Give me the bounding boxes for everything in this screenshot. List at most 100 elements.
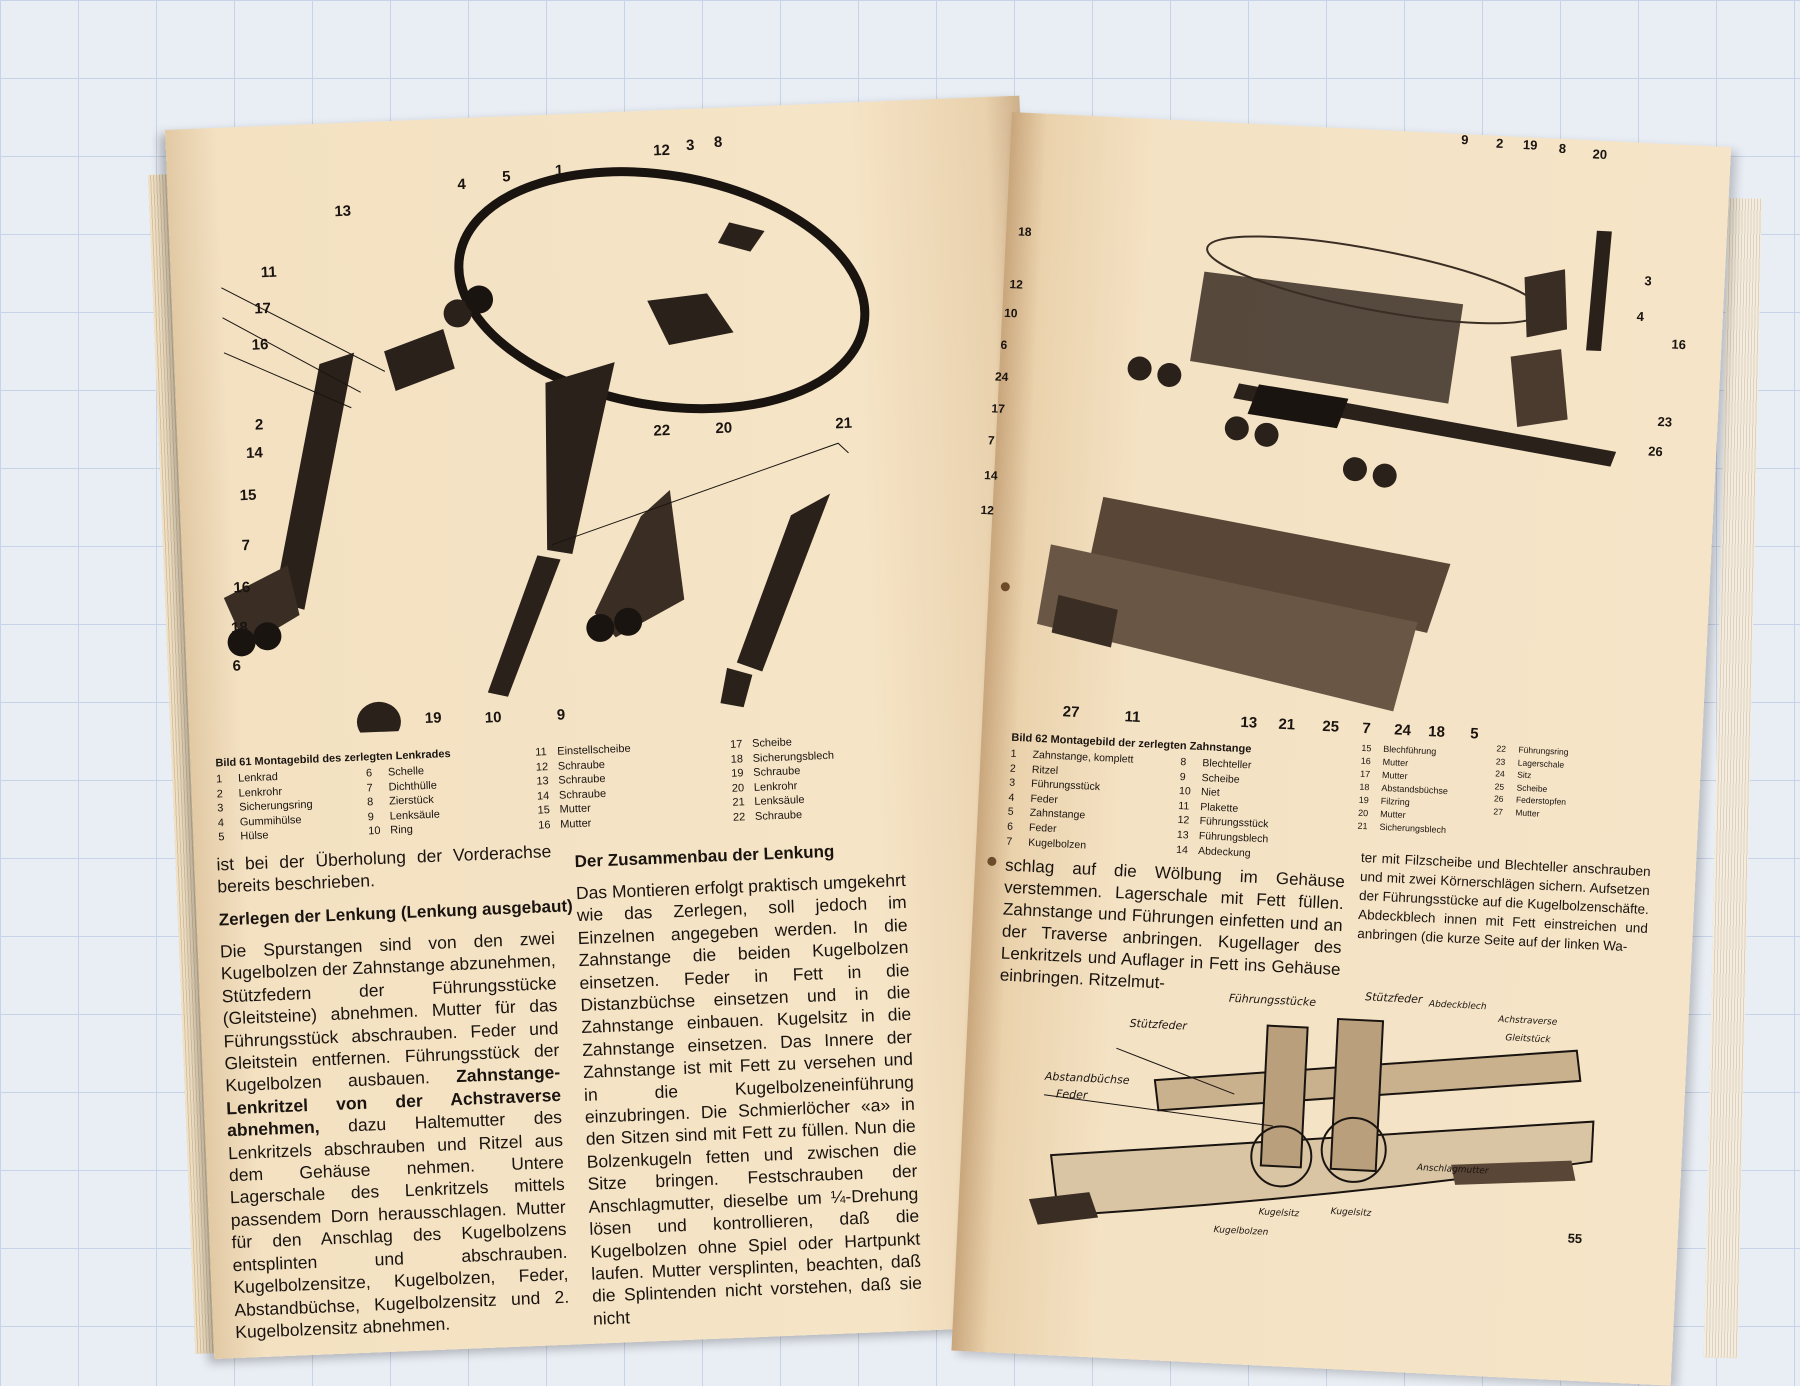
caption-item-number: 5 [218, 831, 225, 844]
fig-label: 19 [1522, 137, 1538, 153]
caption-item-number: 19 [1358, 794, 1370, 806]
fig-label: 11 [260, 263, 277, 282]
caption-item-number: 10 [368, 825, 381, 838]
caption-item-number: 17 [729, 738, 743, 751]
caption-item-number: 11 [535, 746, 547, 759]
caption-item-number: 8 [1180, 756, 1187, 769]
caption-item-number: 27 [1493, 805, 1504, 817]
caption-item-text: Schelle [387, 765, 425, 779]
caption-item-number: 7 [366, 781, 373, 795]
left-column-1-body: Die Spurstangen sind von den zwei Kugelb… [220, 927, 571, 1343]
fig-label: 22 [653, 421, 671, 440]
fig-label: 24 [994, 369, 1009, 385]
caption-item-text: Mutter [1379, 808, 1406, 821]
diagram-label: Gleitstück [1505, 1033, 1551, 1046]
caption-item-number: 7 [1006, 835, 1013, 848]
fig-label: 13 [334, 202, 352, 221]
left-column-1: ist bei der Überholung der Vorderachse b… [216, 840, 553, 904]
fig-label: 20 [1592, 146, 1608, 163]
fig-label: 17 [253, 299, 272, 318]
diagram-label: Feder [1055, 1087, 1088, 1102]
fig-label: 7 [987, 433, 995, 448]
caption-item-number: 3 [217, 802, 224, 815]
caption-item-number: 2 [216, 787, 224, 801]
caption-item-number: 13 [536, 775, 549, 788]
fig-label: 6 [1000, 337, 1008, 353]
caption-item-number: 1 [1010, 747, 1017, 760]
fig-label: 20 [715, 419, 733, 438]
caption-item-text: Sitz [1516, 769, 1532, 781]
right-page: 9 2 19 8 20 3 4 16 23 26 18 12 10 6 24 1… [951, 112, 1732, 1386]
caption-item-number: 26 [1493, 793, 1504, 804]
caption-item-text: Schraube [558, 787, 607, 802]
caption-item-text: Schraube [754, 808, 803, 823]
fig-label: 25 [1321, 717, 1340, 736]
paragraph: ter mit Filzscheibe und Blechteller ansc… [1356, 849, 1652, 955]
fig-label: 12 [1009, 277, 1024, 292]
caption-item-text: Kugelbolzen [1028, 836, 1087, 852]
caption-item-number: 12 [535, 760, 549, 774]
caption-item-text: Feder [1030, 792, 1059, 806]
diagram-label: Kugelsitz [1258, 1207, 1300, 1220]
caption-item-number: 11 [1178, 799, 1190, 813]
caption-item-text: Scheibe [751, 736, 793, 750]
diagram-label: Stützfeder [1129, 1016, 1188, 1033]
caption-item-text: Gummihülse [239, 813, 302, 829]
paragraph: Das Montieren erfolgt praktisch umgekehr… [575, 869, 923, 1329]
caption-item-number: 14 [536, 789, 550, 803]
caption-item-number: 4 [217, 816, 225, 830]
diagram-label: Kugelsitz [1330, 1206, 1372, 1219]
fig-label: 3 [685, 136, 695, 155]
caption-item-number: 15 [1361, 742, 1372, 754]
caption-item-text: Mutter [1381, 769, 1408, 782]
binding-hole [987, 856, 997, 867]
fig-label: 8 [713, 133, 723, 151]
fig-label: 12 [980, 502, 995, 518]
fig-label: 18 [230, 619, 249, 637]
paragraph: ist bei der Überholung der Vorderachse b… [216, 841, 552, 897]
caption-item-number: 18 [1359, 781, 1370, 793]
caption-item-number: 8 [366, 796, 374, 809]
fig-label: 12 [652, 141, 671, 160]
fig-label: 7 [1361, 719, 1372, 738]
caption-item-number: 5 [1007, 806, 1014, 819]
page-number: 55 [1567, 1230, 1583, 1247]
caption-item-number: 21 [732, 796, 745, 810]
fig-label: 9 [556, 706, 566, 724]
caption-item-number: 4 [1008, 791, 1015, 804]
caption-item-text: Mutter [1382, 756, 1409, 769]
fig-label: 4 [1636, 308, 1645, 325]
fig-label: 10 [1003, 305, 1018, 321]
caption-item-number: 17 [1359, 768, 1371, 780]
heading-zusammenbau: Der Zusammenbau der Lenkung [574, 841, 835, 872]
fig-label: 14 [983, 468, 998, 483]
left-column-2: Das Montieren erfolgt praktisch umgekehr… [576, 869, 924, 1330]
fig-label: 23 [1657, 413, 1673, 430]
paragraph: dazu Haltemutter des Lenkritzels abschra… [227, 1107, 570, 1343]
caption-item-text: Ring [390, 823, 414, 837]
caption-item-text: Mutter [559, 802, 592, 817]
caption-item-number: 2 [1009, 762, 1017, 775]
fig-label: 10 [484, 708, 502, 727]
caption-item-number: 9 [367, 810, 375, 824]
caption-item-number: 23 [1495, 755, 1506, 767]
caption-item-number: 22 [1496, 743, 1507, 754]
caption-item-number: 24 [1495, 768, 1505, 779]
fig-label: 7 [241, 536, 251, 555]
fig-label: 15 [239, 486, 257, 505]
caption-item-text: Sicherungsring [239, 798, 313, 814]
left-page: 1 12 3 8 13 4 5 11 17 16 2 14 15 7 16 18… [165, 95, 1069, 1360]
fig-label: 9 [1460, 131, 1469, 148]
caption-item-number: 6 [365, 767, 373, 780]
open-book: 1 12 3 8 13 4 5 11 17 16 2 14 15 7 16 18… [148, 95, 1762, 1386]
right-column-1: schlag auf die Wölbung im Gehäuse verste… [999, 855, 1345, 1003]
fig-label: 26 [1647, 443, 1664, 460]
fig-label: 14 [245, 444, 264, 463]
caption-item-number: 12 [1177, 814, 1190, 827]
caption-item-number: 13 [1176, 828, 1189, 842]
caption-item-number: 19 [731, 767, 744, 780]
fig-label: 18 [1017, 224, 1032, 240]
